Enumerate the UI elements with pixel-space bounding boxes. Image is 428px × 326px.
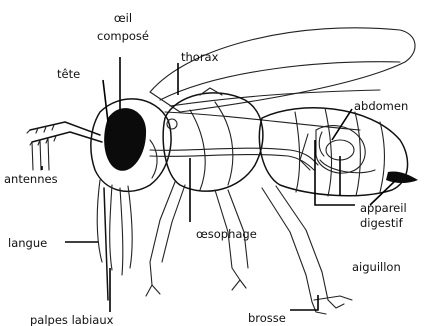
leader-abdomen (332, 109, 352, 140)
label-appareil-2: digestif (360, 216, 404, 230)
stinger-drawing (386, 171, 418, 183)
leader-tete (103, 80, 108, 122)
label-oeil-1: œil (114, 11, 132, 25)
label-brosse: brosse (248, 311, 286, 325)
label-antennes: antennes (4, 172, 58, 186)
label-oeil-2: composé (97, 29, 149, 43)
mouthparts-drawing (97, 180, 132, 300)
thorax-drawing (163, 88, 263, 191)
label-langue: langue (8, 236, 47, 250)
labels: œil composé tête thorax abdomen antennes… (4, 11, 408, 326)
oesophagus-drawing (150, 148, 318, 170)
label-thorax: thorax (181, 50, 219, 64)
leader-lines (42, 57, 396, 312)
head-drawing (91, 99, 171, 191)
wings-drawing (150, 28, 415, 130)
label-tete: tête (57, 67, 80, 81)
label-oesophage: œsophage (196, 227, 257, 241)
label-aiguillon: aiguillon (352, 260, 401, 274)
abdomen-drawing (259, 108, 407, 196)
legs-drawing (146, 182, 352, 314)
compound-eye-shape (104, 108, 146, 171)
label-abdomen: abdomen (354, 99, 408, 113)
label-appareil-1: appareil (360, 201, 407, 215)
label-palpes: palpes labiaux (30, 313, 114, 326)
